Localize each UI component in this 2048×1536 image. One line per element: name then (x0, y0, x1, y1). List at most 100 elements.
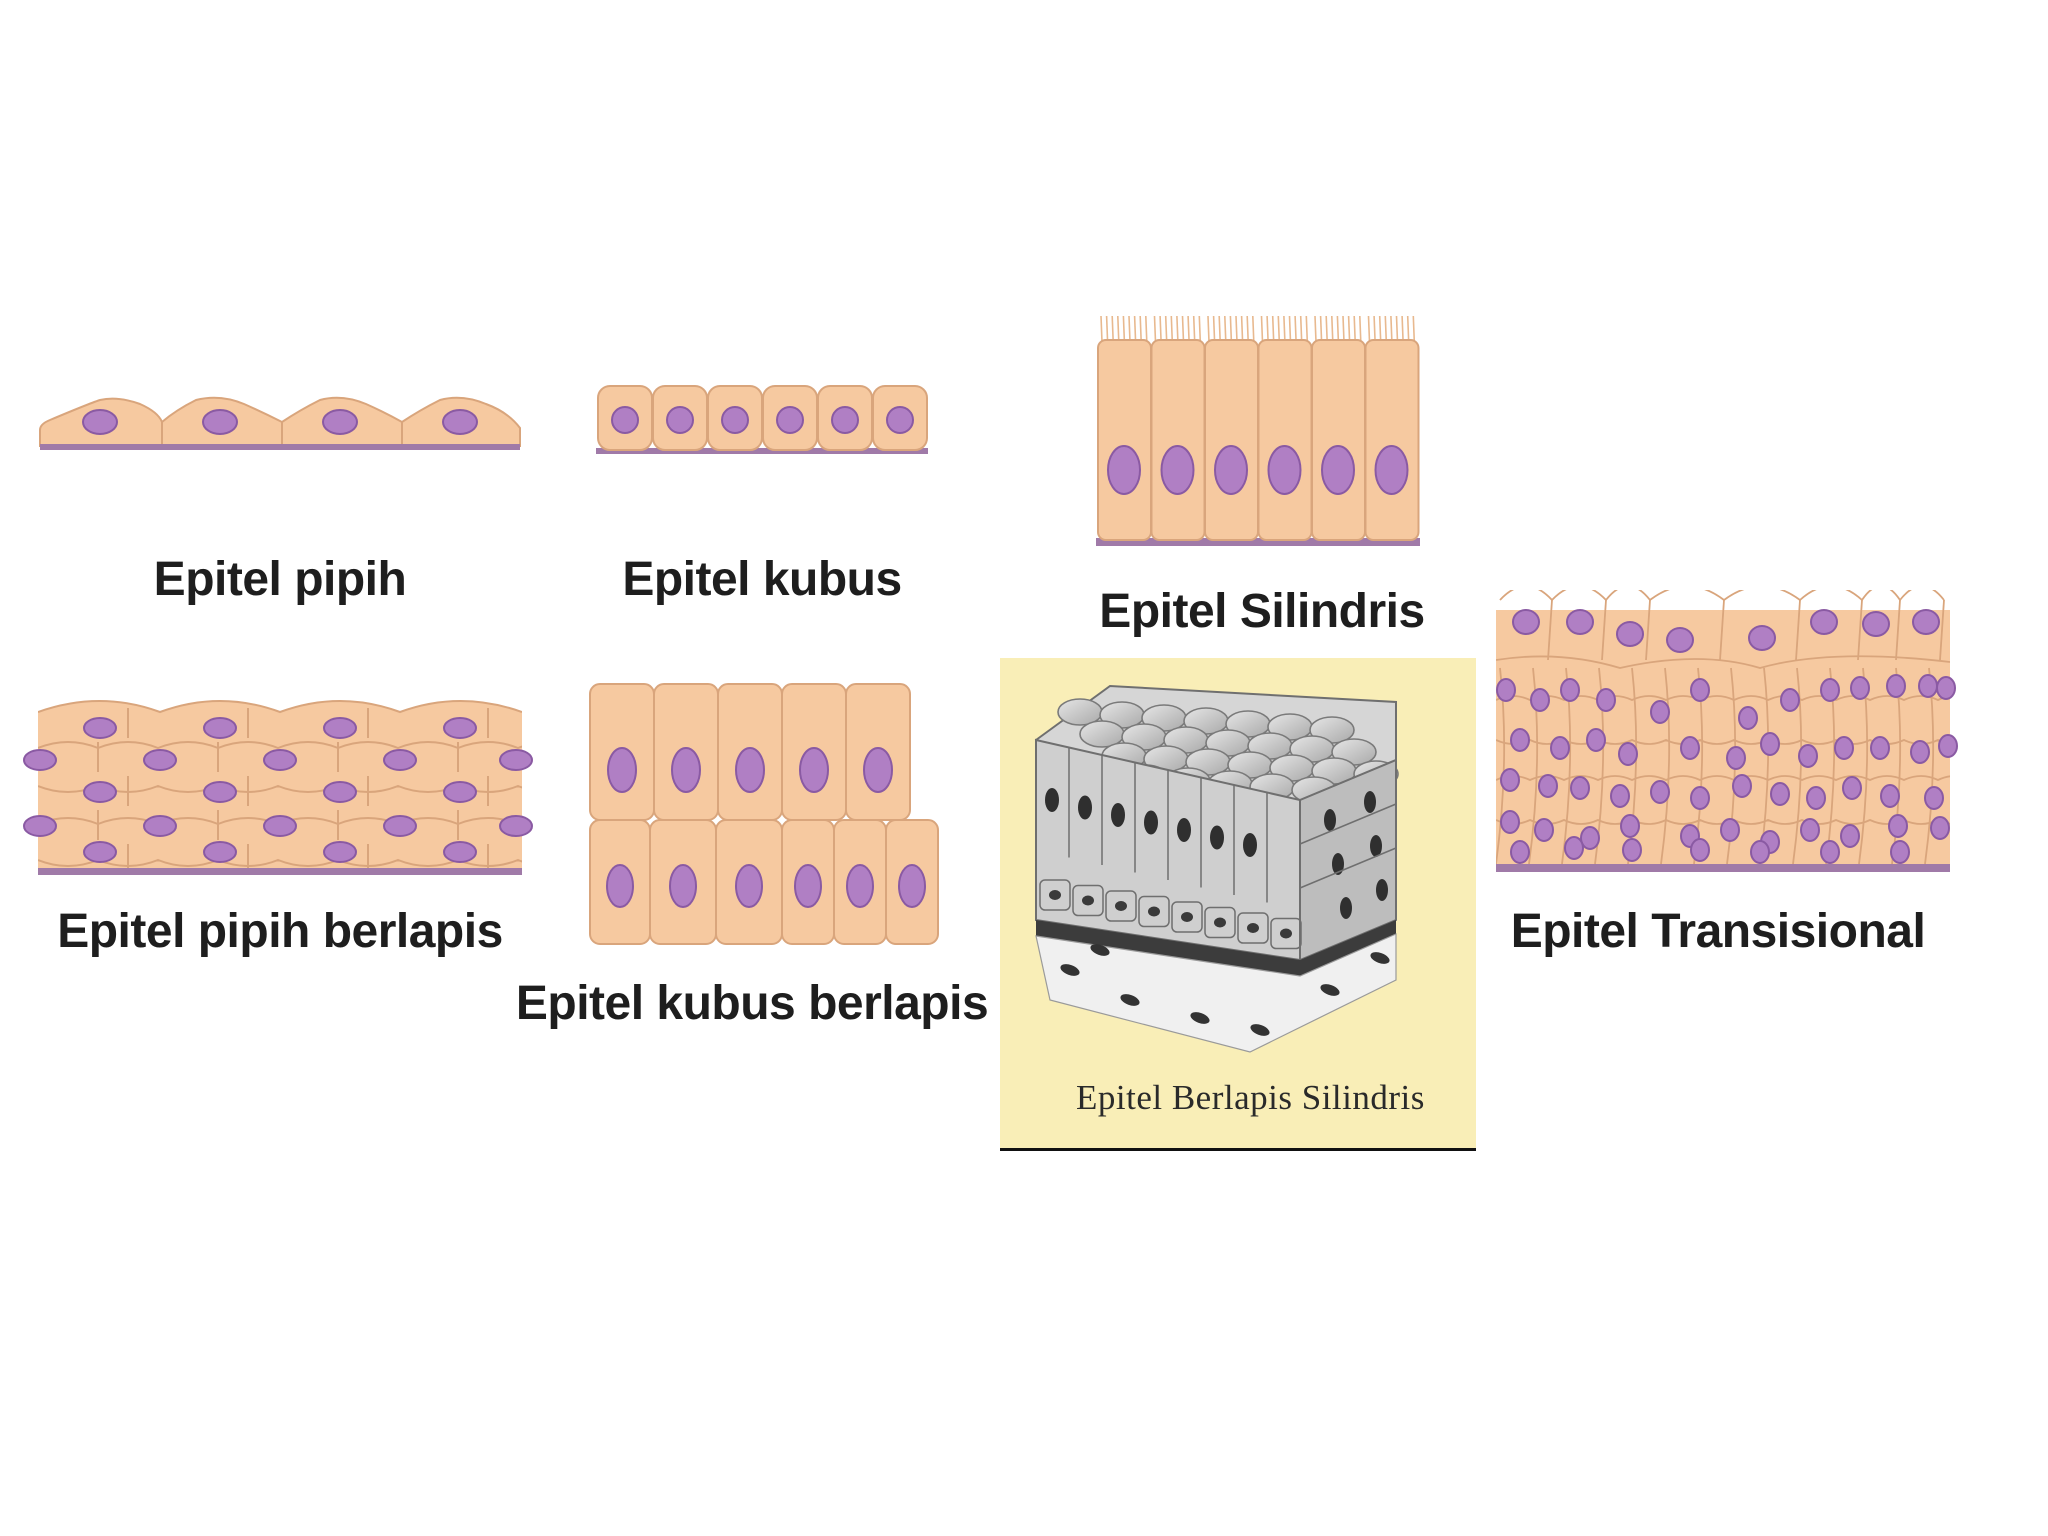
nucleus (1720, 818, 1740, 842)
nucleus (143, 749, 177, 771)
cilia (1224, 315, 1227, 343)
columnar-cell (1097, 339, 1152, 541)
nucleus (1690, 678, 1710, 702)
nucleus (263, 749, 297, 771)
cilia (1176, 315, 1179, 343)
nucleus (1842, 776, 1862, 800)
columnar-cell (1204, 339, 1259, 541)
cilia (1187, 315, 1190, 343)
cell-boundary (1547, 599, 1553, 661)
basal-cell (1039, 879, 1071, 911)
nucleus (1374, 445, 1409, 495)
stratified-squamous-drawing (23, 688, 533, 875)
cilia (1240, 315, 1244, 343)
nucleus (721, 406, 749, 434)
columnar-cell (1150, 339, 1206, 541)
nucleus (443, 781, 477, 803)
nucleus (799, 747, 829, 793)
basal-cell (1171, 901, 1203, 933)
nucleus (143, 815, 177, 837)
nucleus (1496, 678, 1516, 702)
basal-nucleus (1247, 923, 1259, 933)
nucleus (1500, 768, 1520, 792)
nucleus (1500, 810, 1520, 834)
cell-boundary (1496, 655, 1950, 669)
nucleus (443, 841, 477, 863)
nucleus (1512, 609, 1540, 635)
cilia (1252, 315, 1255, 343)
nucleus (886, 406, 914, 434)
label-simple-squamous: Epitel pipih (153, 553, 407, 606)
nucleus (1850, 676, 1870, 700)
cilia (1390, 315, 1393, 343)
nucleus (776, 406, 804, 434)
simple-squamous-basement (40, 444, 520, 450)
umbrella-cell-top (1899, 590, 1945, 601)
stratified-squamous-basement (38, 868, 522, 875)
nucleus (666, 406, 694, 434)
nucleus (898, 864, 926, 908)
nucleus (1780, 688, 1800, 712)
basal-cell (1072, 884, 1104, 917)
side-nucleus (1324, 809, 1336, 831)
block-connective-tissue (1035, 933, 1397, 1053)
side-boundary (1299, 847, 1397, 889)
nucleus (1888, 814, 1908, 838)
nucleus (1564, 836, 1584, 860)
cilia (1192, 315, 1196, 343)
cilia (1100, 315, 1103, 343)
connective-nucleus (1120, 994, 1140, 1006)
nucleus (607, 747, 637, 793)
block-basement-band (1036, 920, 1396, 976)
nucleus (383, 749, 417, 771)
cilia (1246, 315, 1249, 343)
columnar-cell (1311, 339, 1366, 541)
nucleus (1862, 611, 1890, 637)
nucleus (323, 841, 357, 863)
nucleus (1760, 732, 1780, 756)
cilia (1133, 315, 1137, 343)
nucleus (1530, 688, 1550, 712)
label-simple-columnar: Epitel Silindris (1099, 585, 1425, 638)
columnar-cell (1257, 339, 1313, 541)
umbrella-cell-top (1861, 590, 1901, 601)
side-boundary (1299, 803, 1397, 845)
cilia (1288, 315, 1292, 343)
nucleus (669, 864, 697, 908)
stratified-cuboidal-drawing (589, 683, 939, 945)
cilia (1139, 315, 1142, 343)
nucleus (83, 781, 117, 803)
nucleus (1566, 609, 1594, 635)
nucleus (735, 864, 763, 908)
nucleus (846, 864, 874, 908)
cilia (1266, 315, 1269, 343)
nucleus (1580, 826, 1600, 850)
basal-cell (1270, 917, 1302, 950)
transitional-drawing (1496, 590, 1958, 872)
basal-nucleus (1115, 901, 1127, 911)
nucleus (1748, 625, 1776, 651)
connective-nucleus (1320, 984, 1340, 996)
cilia (1122, 315, 1126, 343)
nucleus (1820, 678, 1840, 702)
basal-cell (1204, 906, 1236, 939)
basal-nucleus (1148, 906, 1160, 917)
nucleus (1620, 814, 1640, 838)
nucleus (1550, 736, 1570, 760)
nucleus (323, 781, 357, 803)
cilia (1235, 315, 1238, 343)
nucleus (863, 747, 893, 793)
nucleus (1680, 736, 1700, 760)
cilia (1314, 315, 1317, 343)
basal-nucleus (1049, 890, 1061, 900)
simple-columnar-drawing (1096, 315, 1420, 546)
nucleus (1750, 840, 1770, 864)
nucleus (1570, 776, 1590, 800)
cilia (1271, 315, 1275, 343)
nucleus (83, 717, 117, 739)
cilia (1153, 315, 1157, 343)
nucleus (1806, 786, 1826, 810)
nucleus (1596, 688, 1616, 712)
nucleus (1690, 786, 1710, 810)
basal-nucleus (1181, 912, 1193, 922)
